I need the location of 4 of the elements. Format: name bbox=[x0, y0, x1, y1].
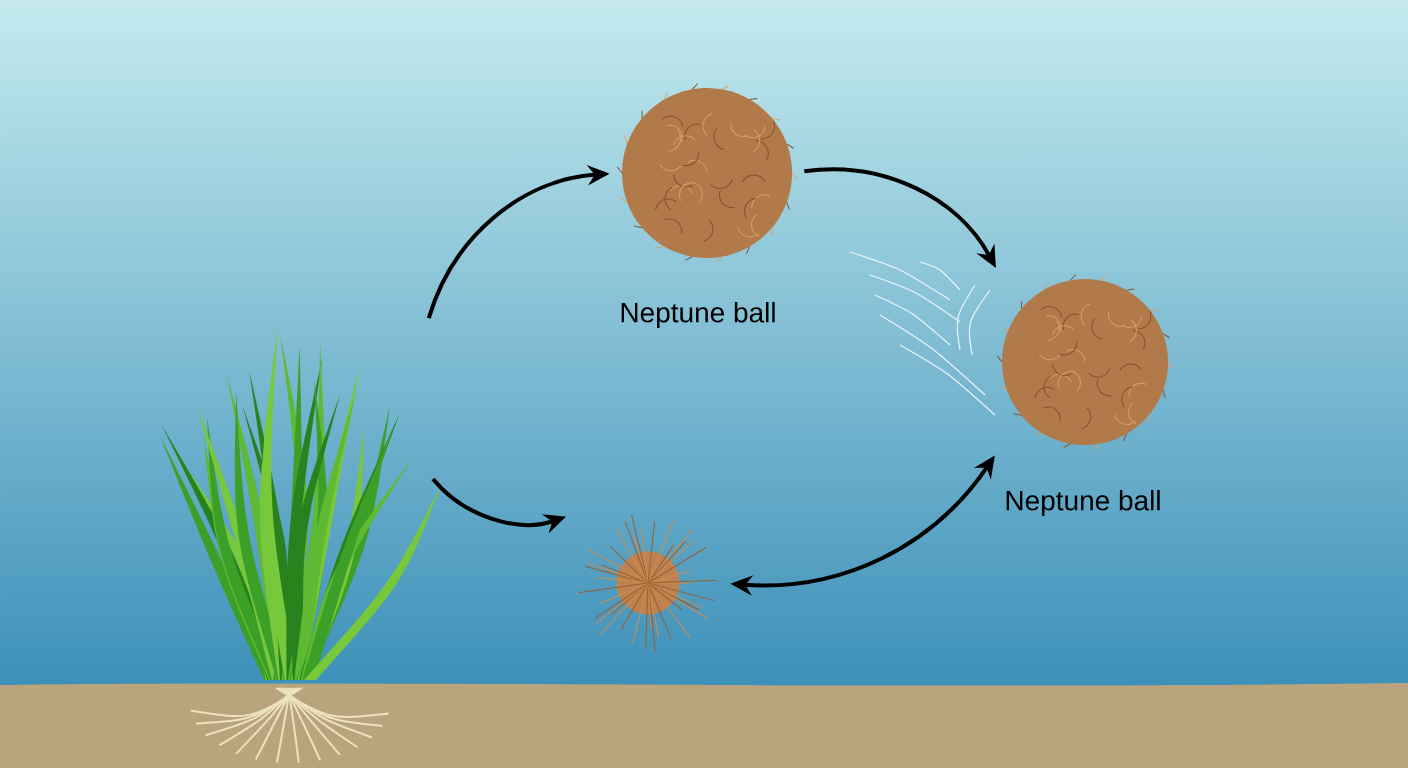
fiber-ball-drawing bbox=[578, 514, 718, 653]
seagrass-drawing bbox=[160, 325, 442, 764]
ball-label: Neptune ball bbox=[1006, 489, 1160, 517]
ball-label: Neptune ball bbox=[621, 301, 775, 329]
